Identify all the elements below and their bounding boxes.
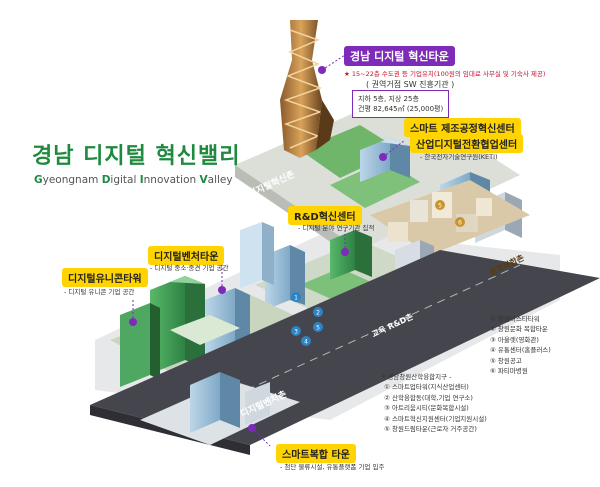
innovation-town-note: ★ 15~22층 수도권 등 기업유치(100원의 임대료 사무실 및 기숙사 … bbox=[344, 70, 546, 78]
innovation-town-area: 건평 82,645㎡ (25,000평) bbox=[358, 105, 444, 113]
svg-text:2: 2 bbox=[316, 310, 320, 317]
innovation-tower bbox=[280, 20, 334, 158]
smart-complex-label: 스마트복합 타운 bbox=[276, 444, 356, 463]
smart-complex-sub: - 첨단 물류시설, 유통플랫폼 기업 입주 bbox=[280, 463, 385, 471]
keti-label: - 한국전자기술연구원(KETI) bbox=[420, 153, 498, 161]
leader-lines bbox=[132, 54, 406, 447]
list-item: ④ 스마트혁신지원센터(기업지원시설) bbox=[384, 414, 487, 423]
unicorn-tower-sub: - 디지털 유니콘 기업 공간 bbox=[64, 288, 135, 296]
venture-towers bbox=[120, 276, 250, 387]
innovation-town-agency: ( 권역거점 SW 진흥기관 ) bbox=[366, 80, 455, 89]
list-item: ③ 아울렛(영화관) bbox=[490, 335, 539, 344]
list-item: ① 창원비스타타워 bbox=[490, 315, 540, 323]
page-title: 경남 디지털 혁신밸리 bbox=[32, 144, 241, 169]
smart-mfg-label: 스마트 제조공정혁신센터 bbox=[404, 118, 521, 137]
venture-town-sub: - 디지털 중소·중견 기업 공간 bbox=[150, 264, 229, 272]
rnd-center-label: R&D혁신센터 bbox=[288, 206, 362, 225]
innovation-town-floors: 지하 5층, 지상 25층 bbox=[358, 95, 419, 103]
svg-text:5: 5 bbox=[438, 203, 442, 210]
list-item: ③ 아트리움시티(문화복합시설) bbox=[384, 404, 469, 413]
culture-facilities-list: ① 창원비스타타워 ② 창원문화 복합타운 ③ 아울렛(영화관) ④ 유통센터(… bbox=[490, 314, 551, 376]
list-item: ⑤ 창원공고 bbox=[490, 356, 522, 365]
unicorn-tower-label: 디지털유니콘타워 bbox=[62, 268, 148, 287]
svg-text:3: 3 bbox=[294, 329, 298, 336]
innovation-town-spec-box: 지하 5층, 지상 25층 건평 82,645㎡ (25,000평) bbox=[352, 90, 450, 118]
innovation-town-label: 경남 디지털 혁신타운 bbox=[344, 46, 455, 66]
venture-town-label: 디지털벤처타운 bbox=[148, 246, 225, 265]
list-title: * 경남창원산학융합지구 - bbox=[382, 373, 452, 381]
list-item: ① 스마트업타워(지식산업센터) bbox=[384, 383, 469, 392]
block-number-labels: 1 2 3 4 5 5 6 bbox=[294, 203, 462, 346]
smart-complex-buildings bbox=[190, 372, 270, 433]
svg-text:5: 5 bbox=[316, 325, 320, 332]
svg-text:4: 4 bbox=[304, 339, 308, 346]
digital-transition-label: 산업디지털전환협업센터 bbox=[410, 134, 524, 153]
list-item: ② 산학융합동(대학,기업 연구소) bbox=[384, 393, 473, 402]
block-number-markers bbox=[291, 200, 465, 346]
svg-text:6: 6 bbox=[458, 220, 462, 227]
list-item: ⑤ 창원드림타운(근로자 거주공간) bbox=[384, 425, 477, 434]
list-item: ④ 유통센터(홈플러스) bbox=[490, 346, 551, 355]
list-item: ② 창원문화 복합타운 bbox=[490, 325, 548, 334]
industrial-convergence-list: * 경남창원산학융합지구 - ① 스마트업타워(지식산업센터) ② 산학융합동(… bbox=[382, 372, 487, 434]
park-upper bbox=[300, 125, 400, 178]
english-subtitle: Gyeongnam Digital Innovation Valley bbox=[34, 174, 233, 186]
rnd-center-sub: - 디지털 분야 연구기관 집적 bbox=[298, 224, 375, 232]
list-item: ⑥ 파티마병원 bbox=[490, 367, 528, 376]
svg-text:1: 1 bbox=[294, 295, 298, 302]
